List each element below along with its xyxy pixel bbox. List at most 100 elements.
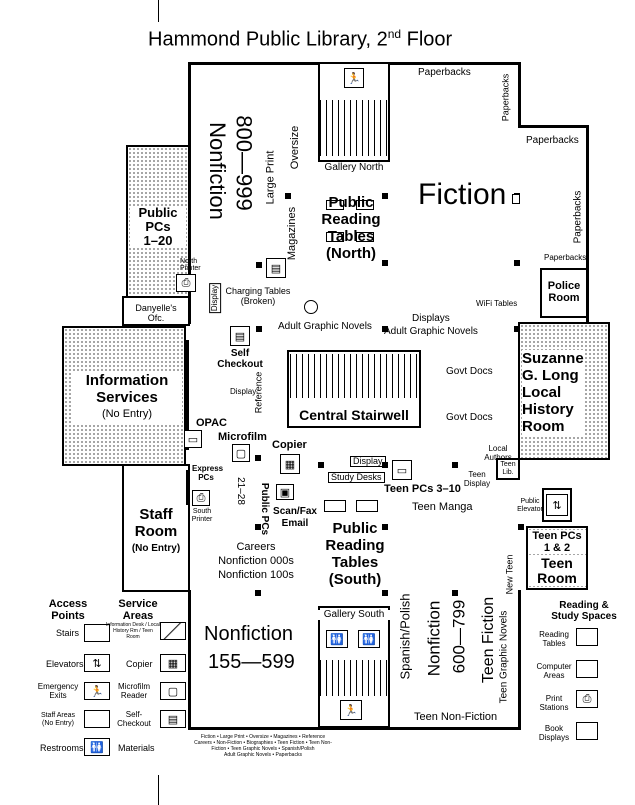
display-small-label: Display — [230, 387, 257, 396]
fiction-label: Fiction — [418, 178, 507, 211]
public-reading-north-label: Public Reading Tables (North) — [321, 194, 381, 262]
teen-pcs-1-2-label: Teen PCs 1 & 2 — [528, 530, 586, 554]
reading-table-icon — [576, 628, 598, 646]
reading-table — [324, 500, 346, 512]
wall-right-lower — [518, 590, 521, 730]
express-pcs-label: Express PCs — [192, 464, 224, 482]
column — [255, 455, 261, 461]
teen-pcs-3-10-label: Teen PCs 3–10 — [384, 483, 461, 495]
printer-icon: ⎙ — [176, 274, 196, 292]
charging-tables-label: Charging Tables (Broken) — [225, 286, 291, 306]
adult-graphic-1: Adult Graphic Novels — [278, 321, 372, 332]
legend-microfilm: Microfilm Reader — [118, 682, 150, 700]
title-tail: Floor — [401, 28, 453, 51]
central-stairs — [290, 354, 418, 398]
computer-icon: ▭ — [184, 430, 202, 448]
central-stairwell-label: Central Stairwell — [299, 407, 409, 423]
legend-emergency: Emergency Exits — [37, 682, 79, 700]
column — [518, 524, 524, 530]
legend-access-heading: Access Points — [48, 598, 88, 622]
copier-icon: ▦ — [160, 654, 186, 672]
paperbacks-vertical-top: Paperbacks — [500, 73, 511, 122]
column — [514, 260, 520, 266]
reading-table — [356, 200, 374, 210]
local-authors-label: Local Authors — [484, 444, 512, 462]
danyelles-office — [122, 296, 190, 326]
title-sup: nd — [387, 27, 402, 41]
gallery-north: Gallery North — [324, 162, 384, 173]
staff-room-label: Staff Room (No Entry) — [131, 506, 181, 554]
charging-table — [304, 300, 318, 314]
display-center-label: Display — [350, 456, 386, 467]
partition-left — [186, 340, 189, 450]
wifi-tables-label: WiFi Tables — [476, 299, 518, 308]
column — [256, 326, 262, 332]
paperbacks-vertical-side: Paperbacks — [572, 190, 584, 244]
oversize-label: Oversize — [289, 125, 302, 170]
legend-elevators: Elevators — [46, 659, 84, 669]
legend-materials: Materials — [118, 743, 155, 753]
microfilm-icon: ▢ — [232, 444, 250, 462]
column — [382, 524, 388, 530]
column — [318, 462, 324, 468]
column — [382, 590, 388, 596]
column — [255, 590, 261, 596]
microfilm-icon: ▢ — [160, 682, 186, 700]
spanish-polish-label: Spanish/Polish — [397, 593, 413, 680]
legend-computer-areas: Computer Areas — [536, 662, 572, 680]
legend-info-desk: Information Desk / Local History Rm / Te… — [106, 622, 160, 640]
new-teen-label: New Teen — [504, 554, 515, 595]
scan-fax-label: Scan/Fax Email — [273, 506, 317, 529]
emergency-exit-icon: 🏃 — [340, 700, 362, 720]
stairs-icon — [84, 624, 110, 642]
page-title: Hammond Public Library, 2nd Floor — [148, 28, 452, 50]
book-display-icon — [576, 722, 598, 740]
south-stairs — [320, 660, 388, 696]
legend-book-displays: Book Displays — [538, 724, 570, 742]
column — [382, 326, 388, 332]
south-printer-label: South Printer — [191, 508, 213, 523]
cut-line-top — [158, 0, 159, 22]
computer-area-icon — [576, 660, 598, 678]
police-room-label: Police Room — [547, 280, 581, 304]
column — [382, 260, 388, 266]
adult-graphic-2: Adult Graphic Novels — [384, 326, 478, 337]
reference-label: Reference — [253, 371, 264, 414]
printer-icon: ⎙ — [192, 490, 210, 506]
teen-manga-label: Teen Manga — [412, 501, 473, 513]
printer-icon: ⎙ — [576, 690, 598, 708]
public-pcs-21-label: Public PCs — [259, 482, 271, 536]
microfilm-label: Microfilm — [218, 431, 267, 443]
wall-left-lower — [188, 590, 191, 730]
scanner-icon: ▣ — [276, 484, 294, 500]
reading-table — [326, 232, 344, 242]
legend-copier: Copier — [126, 659, 153, 669]
self-checkout-icon: ▤ — [160, 710, 186, 728]
copier-label: Copier — [272, 439, 307, 451]
emergency-exit-icon: 🏃 — [84, 682, 110, 700]
nonfiction-600-range: 600—799 — [449, 599, 469, 674]
teen-lib-room — [496, 458, 520, 480]
north-printer-label: North Printer — [180, 258, 201, 272]
teen-display-label: Teen Display — [463, 470, 491, 488]
displays-label: Displays — [412, 313, 450, 324]
nonfiction-800-range: 800—999 — [231, 115, 257, 211]
nonfiction-155-label: Nonfiction — [204, 623, 293, 645]
magazines-label: Magazines — [286, 206, 299, 261]
govt-docs-1: Govt Docs — [446, 366, 493, 377]
legend-print-stations: Print Stations — [539, 694, 569, 712]
teen-graphic-label: Teen Graphic Novels — [498, 610, 510, 704]
info-desk-icon — [160, 622, 186, 640]
wall-bottom — [188, 727, 518, 730]
legend-reading-tables: Reading Tables — [539, 630, 569, 648]
information-services-label: Information Services (No Entry) — [72, 372, 182, 423]
restroom-icon: 🚻 — [84, 738, 110, 756]
column — [285, 193, 291, 199]
study-desks-label: Study Desks — [328, 472, 385, 483]
public-elevator-label: Public Elevator — [517, 498, 543, 513]
gallery-south-2: Gallery South — [318, 610, 390, 620]
emergency-exit-icon: 🏃 — [344, 68, 364, 88]
title-main: Hammond Public Library, 2 — [148, 28, 388, 51]
computer-icon: ▭ — [392, 460, 412, 480]
public-reading-south-label: Public Reading Tables (South) — [325, 520, 385, 588]
